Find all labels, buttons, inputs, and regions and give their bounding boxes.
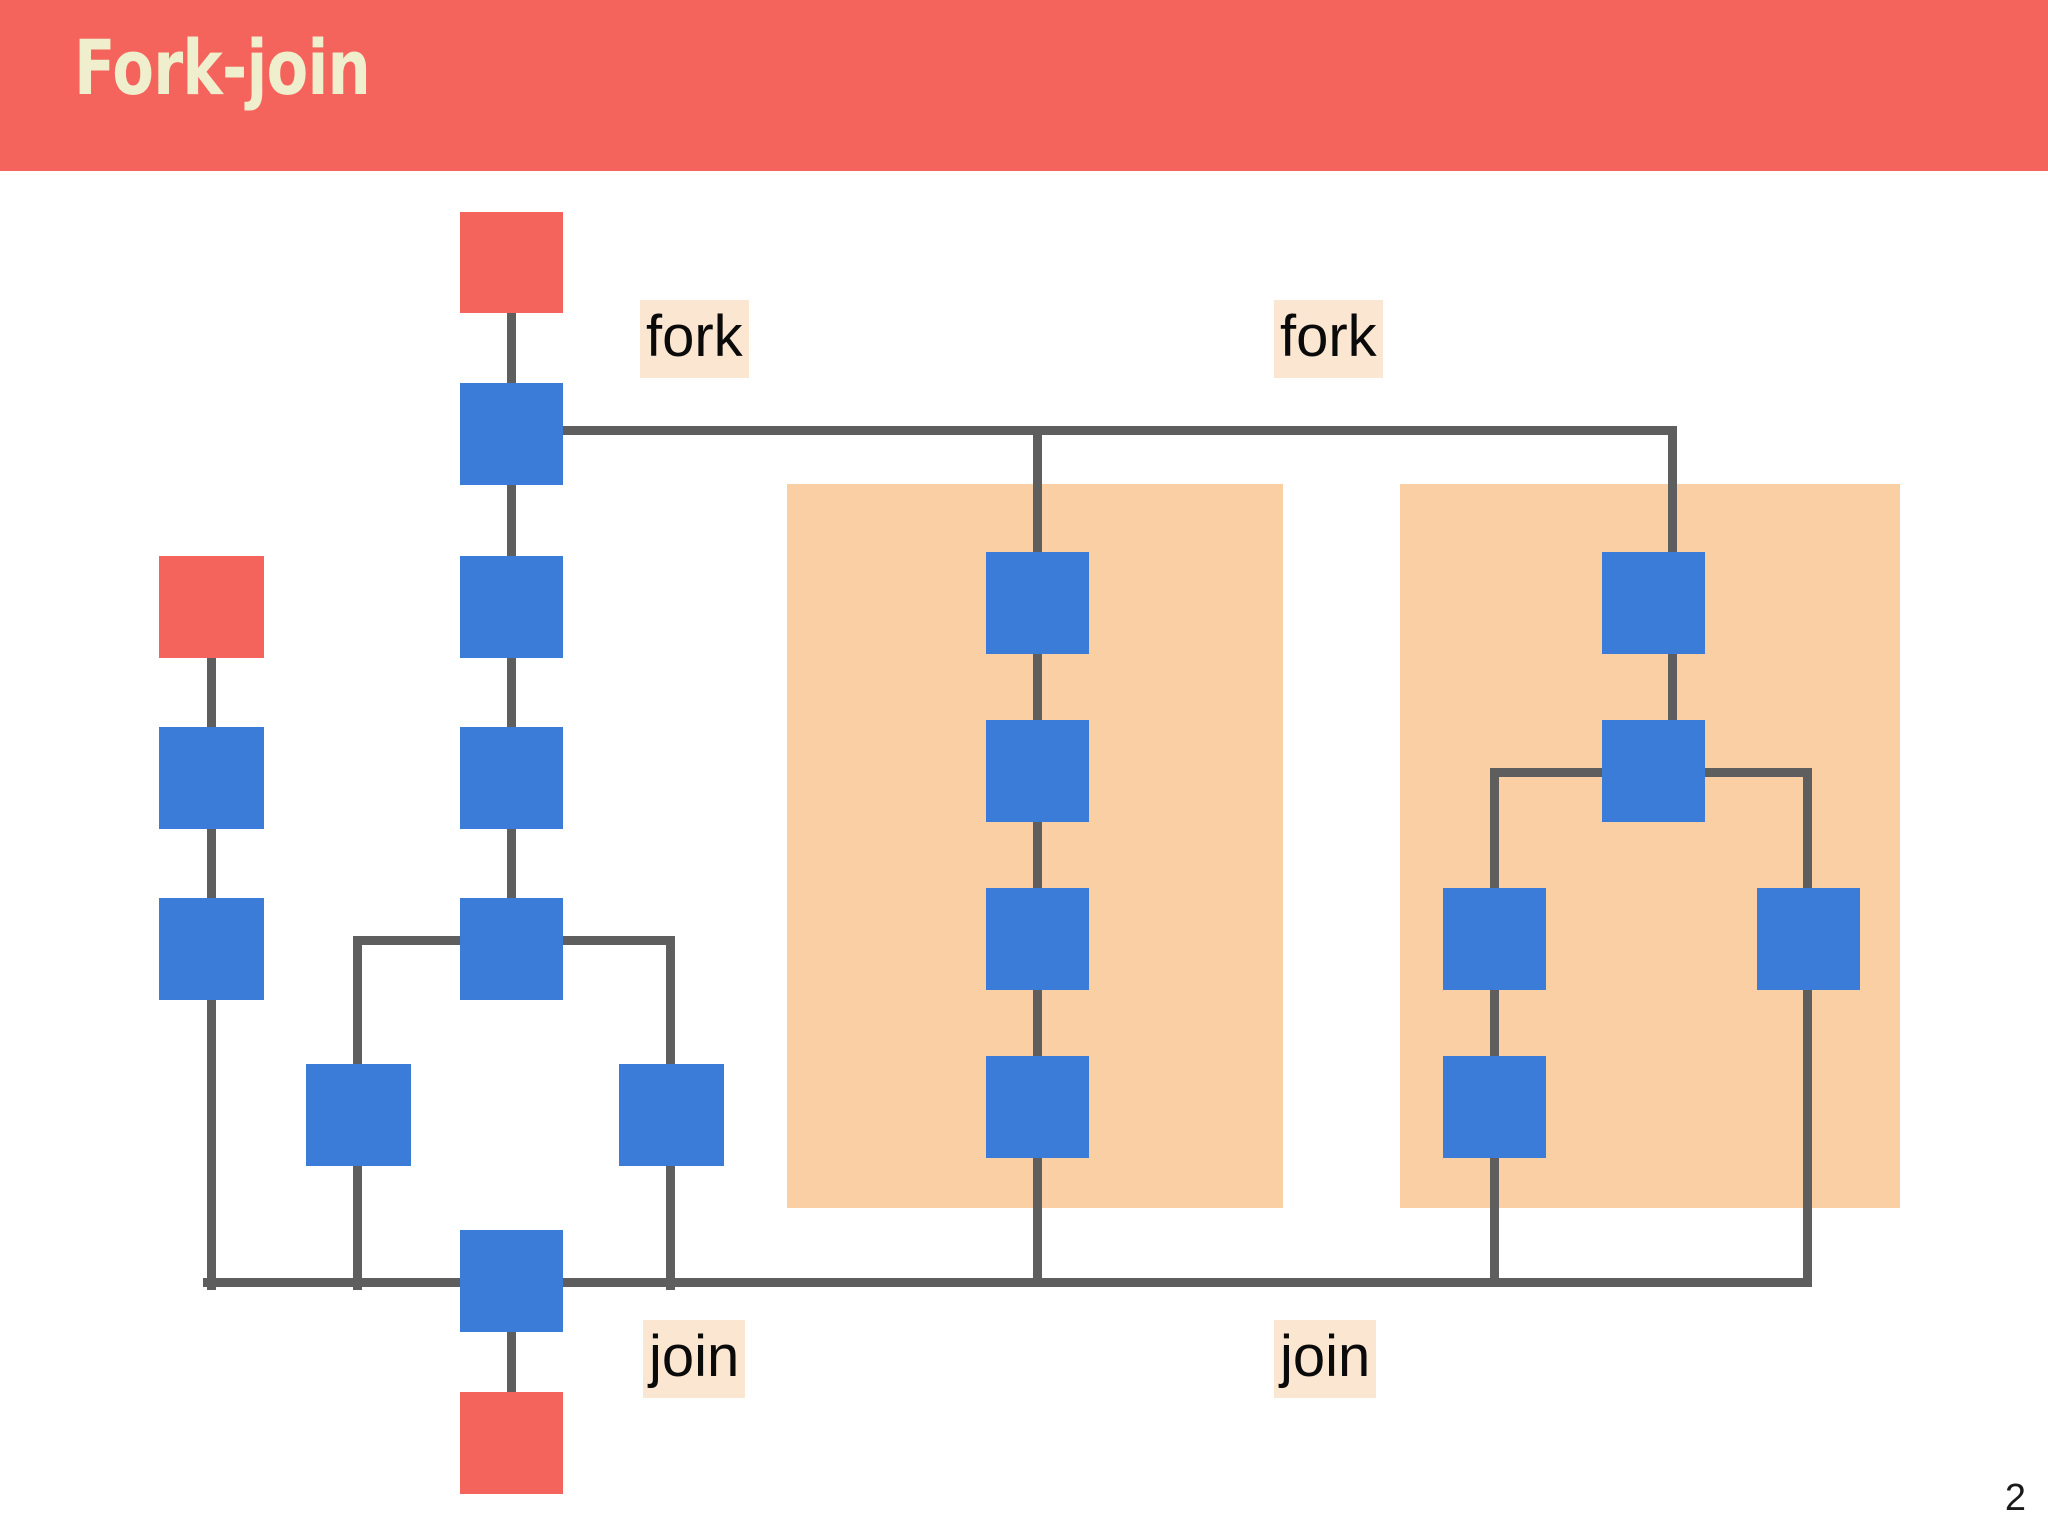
edge-fork-drop-right <box>1668 426 1677 606</box>
edge-rr-right-a-to-join <box>1803 984 1812 1286</box>
edge-rr-s1-to-fork <box>1668 648 1677 728</box>
page-title: Fork-join <box>74 23 371 112</box>
node-start-side[interactable] <box>159 556 264 658</box>
label-fork-left: fork <box>640 300 749 378</box>
node-main-inner-fork-node[interactable] <box>460 898 563 1000</box>
node-left-region-step-3[interactable] <box>986 888 1089 990</box>
page-number: 2 <box>2004 1477 2026 1519</box>
edge-lr-s3-to-s4 <box>1033 984 1042 1064</box>
node-start-main[interactable] <box>460 212 563 313</box>
node-side-step-1[interactable] <box>159 727 264 829</box>
node-right-region-step-1[interactable] <box>1602 552 1705 654</box>
edge-step3-to-innerfork <box>507 826 516 906</box>
node-right-region-left-b[interactable] <box>1443 1056 1546 1158</box>
node-main-step-3[interactable] <box>460 727 563 829</box>
node-left-region-step-1[interactable] <box>986 552 1089 654</box>
node-main-fork-node[interactable] <box>460 383 563 485</box>
edge-inner-right-to-join <box>666 1160 675 1290</box>
fork-join-diagram: fork fork join join <box>0 171 2048 1536</box>
edge-rr-left-b-to-join <box>1490 1152 1499 1286</box>
edge-fork-bus <box>560 426 1677 435</box>
edge-step2-to-step3 <box>507 654 516 734</box>
edge-rr-left-a-to-b <box>1490 984 1499 1064</box>
title-banner: Fork-join <box>0 0 2048 171</box>
node-left-region-step-2[interactable] <box>986 720 1089 822</box>
node-main-step-2[interactable] <box>460 556 563 658</box>
edge-fork-drop-left <box>1033 426 1042 606</box>
label-join-left: join <box>643 1320 746 1398</box>
node-inner-branch-right[interactable] <box>619 1064 724 1166</box>
edge-join-bus <box>203 1278 1812 1287</box>
node-main-join-node[interactable] <box>460 1230 563 1332</box>
edge-side-s2-to-join <box>207 996 216 1290</box>
edge-inner-left-to-join <box>353 1160 362 1290</box>
node-right-region-left-a[interactable] <box>1443 888 1546 990</box>
label-fork-right: fork <box>1274 300 1383 378</box>
edge-lr-s1-to-s2 <box>1033 648 1042 728</box>
edge-lr-s2-to-s3 <box>1033 816 1042 896</box>
edge-lr-s4-to-join <box>1033 1152 1042 1286</box>
node-side-step-2[interactable] <box>159 898 264 1000</box>
edge-start-to-fork <box>507 310 516 390</box>
node-left-region-step-4[interactable] <box>986 1056 1089 1158</box>
node-right-region-right-a[interactable] <box>1757 888 1860 990</box>
node-end-main[interactable] <box>460 1392 563 1494</box>
edge-inner-drop-left <box>353 936 362 1070</box>
edge-joinnode-to-end <box>507 1329 516 1399</box>
edge-rr-drop-right <box>1803 768 1812 894</box>
edge-fork-to-step2 <box>507 482 516 562</box>
edge-side-start-to-s1 <box>207 654 216 734</box>
node-right-region-fork[interactable] <box>1602 720 1705 822</box>
edge-side-s1-to-s2 <box>207 826 216 906</box>
node-inner-branch-left[interactable] <box>306 1064 411 1166</box>
edge-rr-drop-left <box>1490 768 1499 894</box>
edge-inner-drop-right <box>666 936 675 1070</box>
label-join-right: join <box>1274 1320 1377 1398</box>
